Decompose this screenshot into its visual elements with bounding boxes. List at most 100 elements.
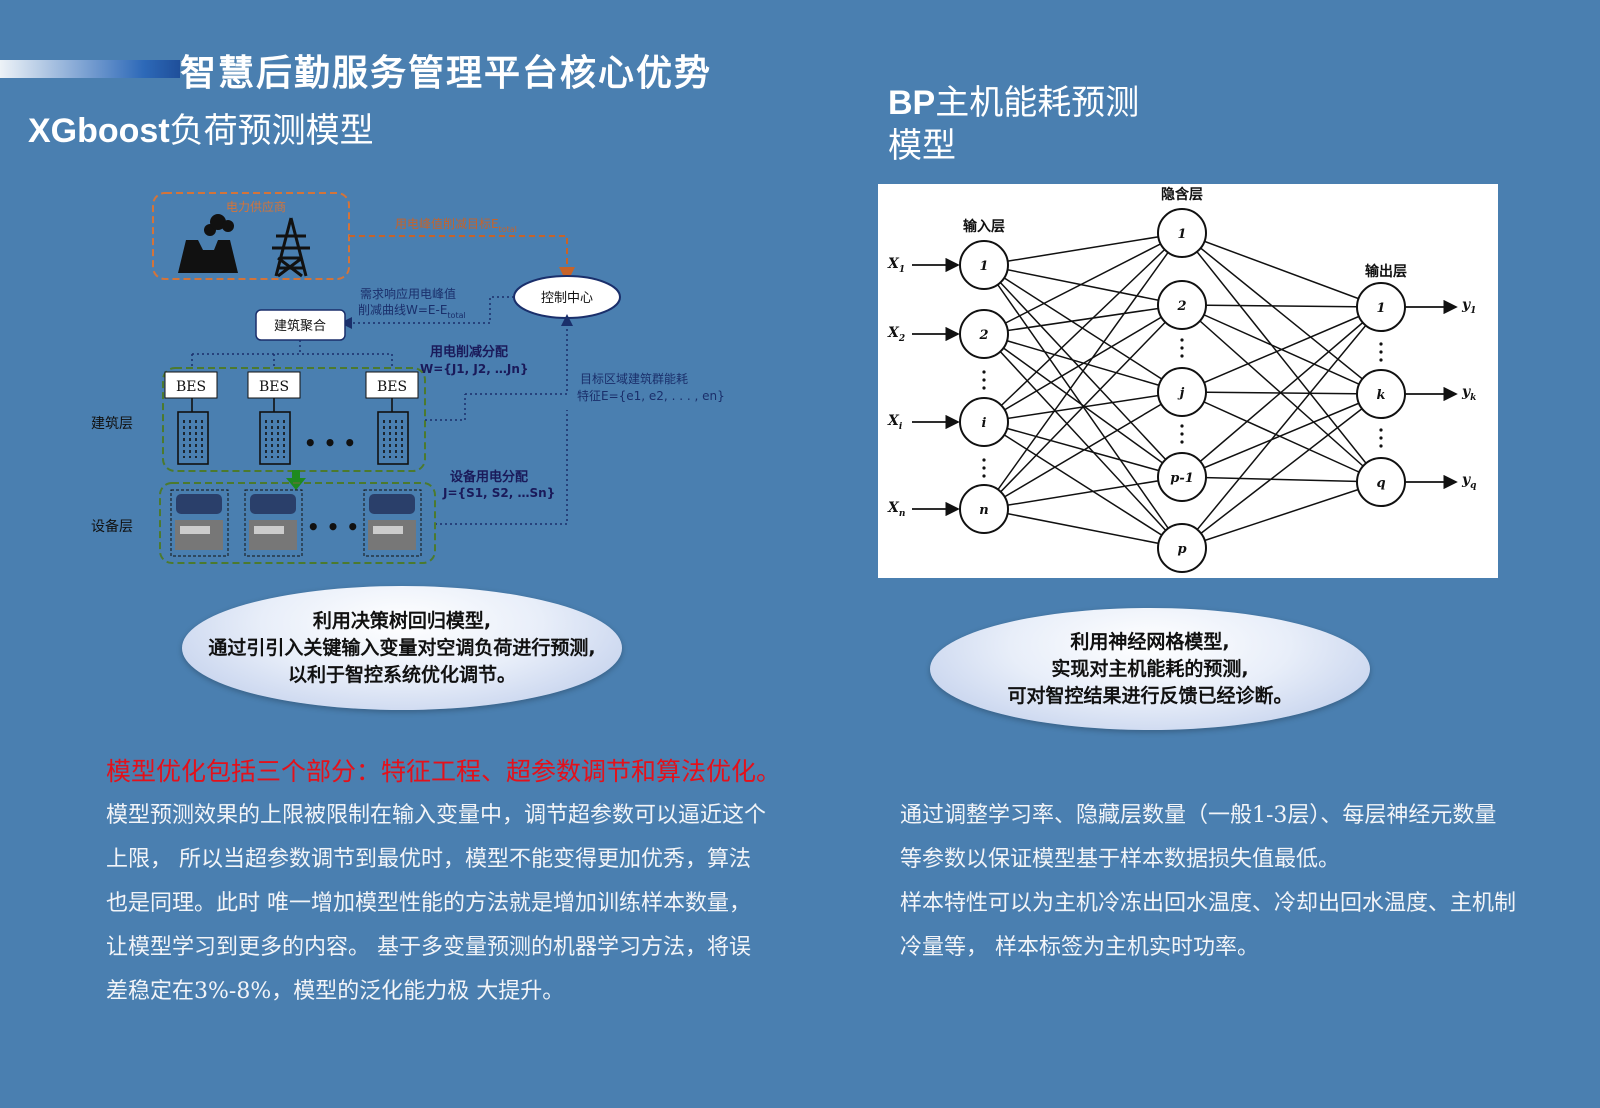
building-icon [377,398,409,465]
xgboost-section-title: XGboost负荷预测模型 [28,110,374,153]
power-plant-icon [178,214,238,273]
input-node [959,240,1009,290]
input-node-label: n [979,503,988,518]
device-dots: • • • [307,515,359,539]
energy-feature-line1: 目标区域建筑群能耗 [580,371,688,386]
svg-text:BES: BES [259,379,289,395]
energy-feature-line2: 特征E={e1, e2, . . . , en} [577,388,725,403]
input-node-label: 2 [978,328,988,343]
bp-title-latin: BP [888,84,936,122]
building-aggregation-label: 建筑聚合 [274,318,326,334]
demand-response-line1: 需求响应用电峰值 [360,286,456,301]
input-nodes [959,240,1009,534]
output-nodes [1356,282,1406,507]
input-variable-label: Xi [887,413,903,432]
output-arrows [1405,299,1458,490]
power-supplier-label: 电力供应商 [226,199,286,214]
bes-node: BES [365,371,419,399]
demand-response-line2: 削减曲线W=E-Etotal [358,303,466,320]
hidden-node [1157,523,1207,573]
paragraph-line: 上限， 所以当超参数调节到最优时，模型不能变得更加优秀，算法 [106,847,751,872]
green-down-arrow [286,470,306,490]
building-layer-label: 建筑层 [91,416,133,432]
device-layer-label: 设备层 [91,518,133,535]
bubble-line: 通过引引入关键输入变量对空调负荷进行预测, [208,636,596,659]
bes-node: BES [164,371,218,399]
layer-labels: 输入层 隐含层 输出层 [963,186,1407,280]
xgboost-description: 模型预测效果的上限被限制在输入变量中，调节超参数可以逼近这个 上限， 所以当超参… [106,794,766,1014]
paragraph-line: 让模型学习到更多的内容。 基于多变量预测的机器学习方法，将误 [106,935,751,960]
svg-text:BES: BES [377,379,407,395]
control-center-label: 控制中心 [541,291,593,306]
device-layer-box [159,482,436,564]
xgboost-title-cn: 负荷预测模型 [169,111,374,151]
input-node [959,397,1009,447]
output-layer-label: 输出层 [1365,263,1407,280]
building-icon [259,398,291,465]
building-dots: • • • [304,431,356,455]
chiller-unit-icon [170,489,229,557]
output-variable-label: yk [1461,384,1476,403]
hidden-layer-label: 隐含层 [1161,186,1203,203]
building-icon [177,398,209,465]
bp-description: 通过调整学习率、隐藏层数量（一般1-3层）、每层神经元数量 等参数以保证模型基于… [900,794,1516,970]
input-variable-label: X2 [887,325,905,344]
bubble-line: 利用决策树回归模型, [312,609,492,632]
hidden-node [1157,367,1207,417]
optimization-highlight: 模型优化包括三个部分：特征工程、超参数调节和算法优化。 [106,757,782,786]
hidden-node-label: p [1177,542,1186,557]
input-node-label: i [982,416,987,431]
load-forecast-system-diagram: 电力供应商 用电峰值削减目标Etotal 控制中心 需求响应用电峰值 削减曲线W… [91,192,725,564]
input-variable-label: X1 [887,256,905,275]
hidden-node-label: j [1177,386,1185,401]
bubble-line: 以利于智控系统优化调节。 [287,663,516,686]
paragraph-line: 通过调整学习率、隐藏层数量（一般1-3层）、每层神经元数量 [900,803,1497,828]
transmission-tower-icon [272,217,310,278]
device-allocation-title: 设备用电分配 [450,469,528,485]
allocation-title: 用电削减分配 [429,344,508,360]
output-node-label: 1 [1376,301,1385,316]
bubble-line: 实现对主机能耗的预测, [1051,657,1249,680]
input-node-label: 1 [979,259,988,274]
hidden-nodes [1157,208,1207,573]
hidden-node [1157,208,1207,258]
svg-text:BES: BES [176,379,206,395]
hidden-node-label: 2 [1176,299,1186,314]
bp-title-cn-line2: 模型 [888,125,956,166]
xgboost-summary-bubble: 利用决策树回归模型, 通过引引入关键输入变量对空调负荷进行预测, 以利于智控系统… [182,586,622,710]
hidden-node-label: p-1 [1170,471,1194,486]
chiller-unit-icon [244,489,303,557]
bes-node: BES [247,371,301,399]
hidden-node [1157,280,1207,330]
page-title: 智慧后勤服务管理平台核心优势 [180,53,713,94]
output-node-label: k [1376,388,1385,403]
input-layer-label: 输入层 [963,218,1005,235]
output-variable-label: yq [1461,472,1476,491]
input-node [959,309,1009,359]
bubble-line: 可对智控结果进行反馈已经诊断。 [1007,684,1293,707]
ellipsis-dots [982,338,1383,478]
paragraph-line: 模型预测效果的上限被限制在输入变量中，调节超参数可以逼近这个 [106,803,767,828]
paragraph-line: 冷量等， 样本标签为主机实时功率。 [900,935,1259,960]
bp-section-title: BP主机能耗预测模型 [888,82,1139,167]
input-arrows [912,257,960,517]
input-variable-label: Xn [887,500,905,519]
output-variable-label: y1 [1461,297,1476,316]
bp-network-panel: 输入层 隐含层 输出层 1 2 i n 1 2 j p-1 p 1 k q [878,184,1498,578]
bp-summary-bubble: 利用神经网格模型, 实现对主机能耗的预测, 可对智控结果进行反馈已经诊断。 [930,608,1370,730]
paragraph-line: 差稳定在3%-8%，模型的泛化能力极 大提升。 [106,979,565,1004]
hidden-node-label: 1 [1177,227,1186,242]
peak-target-label: 用电峰值削减目标Etotal [395,216,517,234]
hidden-output-edges [1181,232,1382,549]
hidden-node [1157,452,1207,502]
paragraph-line: 也是同理。此时 唯一增加模型性能的方法就是增加训练样本数量， [106,891,751,916]
paragraph-line: 样本特性可以为主机冷冻出回水温度、冷却出回水温度、主机制 [900,891,1517,916]
bp-network-diagram: 输入层 隐含层 输出层 1 2 i n 1 2 j p-1 p 1 k q [887,186,1476,573]
input-node [959,484,1009,534]
device-allocation-formula: J={S1, S2, …Sn} [442,486,555,500]
input-hidden-edges [983,232,1183,549]
bp-title-cn-line1: 主机能耗预测 [935,83,1140,123]
bubble-line: 利用神经网格模型, [1070,630,1230,653]
title-accent-bar [0,60,180,78]
chiller-unit-icon [363,489,422,557]
